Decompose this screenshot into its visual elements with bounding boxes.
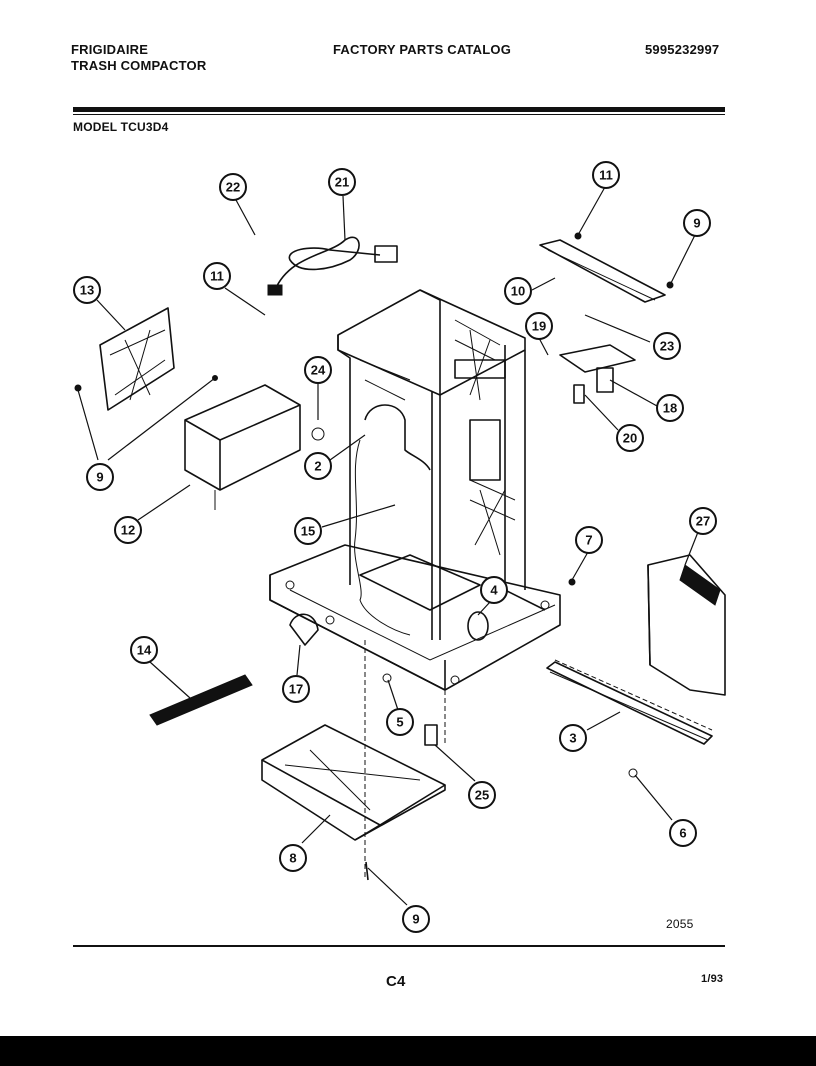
callout-number: 25: [475, 788, 489, 803]
exploded-parts-diagram: 22 21 11 9 10 13 11 19 23 24 18 20 9 2 1…: [73, 161, 726, 933]
callout-number: 11: [599, 168, 613, 183]
page-code: C4: [386, 973, 406, 990]
callout-number: 13: [80, 283, 94, 298]
callout-12: 12: [114, 516, 142, 544]
callout-number: 8: [289, 851, 296, 866]
callout-number: 9: [412, 912, 419, 927]
callout-5: 5: [386, 708, 414, 736]
catalog-title: FACTORY PARTS CATALOG: [333, 42, 512, 57]
catalog-number: 5995232997: [645, 42, 720, 57]
callout-11-left: 11: [203, 262, 231, 290]
callout-number: 23: [660, 339, 674, 354]
callout-4: 4: [480, 576, 508, 604]
callout-number: 5: [396, 715, 403, 730]
callout-21: 21: [328, 168, 356, 196]
model-label: MODEL TCU3D4: [73, 120, 169, 134]
callout-number: 18: [663, 401, 677, 416]
product-name: TRASH COMPACTOR: [71, 58, 207, 73]
callout-number: 6: [679, 826, 686, 841]
part-door-27: [647, 554, 726, 696]
cabinet-frame: [269, 289, 561, 691]
part-slide-3: [546, 661, 713, 745]
callout-number: 2: [314, 459, 321, 474]
callout-number: 19: [532, 319, 546, 334]
part-bracket-18: [559, 344, 636, 404]
callout-22: 22: [219, 173, 247, 201]
callout-number: 7: [585, 533, 592, 548]
part-switch-25: [424, 724, 438, 746]
callout-9-right: 9: [683, 209, 711, 237]
callout-7: 7: [575, 526, 603, 554]
callout-number: 10: [511, 284, 525, 299]
footer-rule: [73, 945, 725, 947]
scan-edge-bar: [0, 1036, 816, 1066]
callout-9-bottom: 9: [402, 905, 430, 933]
callout-number: 11: [210, 269, 224, 284]
callout-6: 6: [669, 819, 697, 847]
callout-10: 10: [504, 277, 532, 305]
callout-number: 22: [226, 180, 240, 195]
callout-number: 14: [137, 643, 152, 658]
callout-number: 20: [623, 431, 637, 446]
callout-8: 8: [279, 844, 307, 872]
callout-number: 17: [289, 682, 303, 697]
part-motor-4: [467, 611, 489, 641]
part-cover-12: [184, 384, 301, 510]
callout-23: 23: [653, 332, 681, 360]
part-cam-17: [289, 613, 319, 646]
callout-number: 12: [121, 523, 135, 538]
callout-number: 27: [696, 514, 710, 529]
date-code: 1/93: [701, 973, 724, 985]
callout-27: 27: [689, 507, 717, 535]
callout-19: 19: [525, 312, 553, 340]
callout-18: 18: [656, 394, 684, 422]
part-pedal-14: [149, 674, 253, 726]
part-power-cord-21: [267, 236, 398, 296]
callout-2: 2: [304, 452, 332, 480]
callout-number: 9: [693, 216, 700, 231]
callout-25: 25: [468, 781, 496, 809]
leader-lines: [77, 186, 699, 906]
callout-17: 17: [282, 675, 310, 703]
callout-number: 15: [301, 524, 315, 539]
drawing-number: 2055: [666, 917, 694, 931]
callout-13: 13: [73, 276, 101, 304]
header-rule-thick: [73, 107, 725, 112]
brand-name: FRIGIDAIRE: [71, 42, 149, 57]
callout-14: 14: [130, 636, 158, 664]
callout-3: 3: [559, 724, 587, 752]
callout-number: 4: [490, 583, 498, 598]
callout-9-left: 9: [86, 463, 114, 491]
callout-11-right: 11: [592, 161, 620, 189]
part-tray-8: [261, 724, 446, 841]
callout-number: 21: [335, 175, 349, 190]
callout-number: 24: [311, 363, 326, 378]
callout-15: 15: [294, 517, 322, 545]
header-rule-thin: [73, 114, 725, 115]
callout-20: 20: [616, 424, 644, 452]
part-bracket-13: [99, 307, 175, 411]
part-rail-10: [539, 239, 666, 303]
callout-number: 9: [96, 470, 103, 485]
callout-24: 24: [304, 356, 332, 384]
parts-catalog-page: FRIGIDAIRE TRASH COMPACTOR FACTORY PARTS…: [0, 0, 816, 1036]
callout-number: 3: [569, 731, 576, 746]
